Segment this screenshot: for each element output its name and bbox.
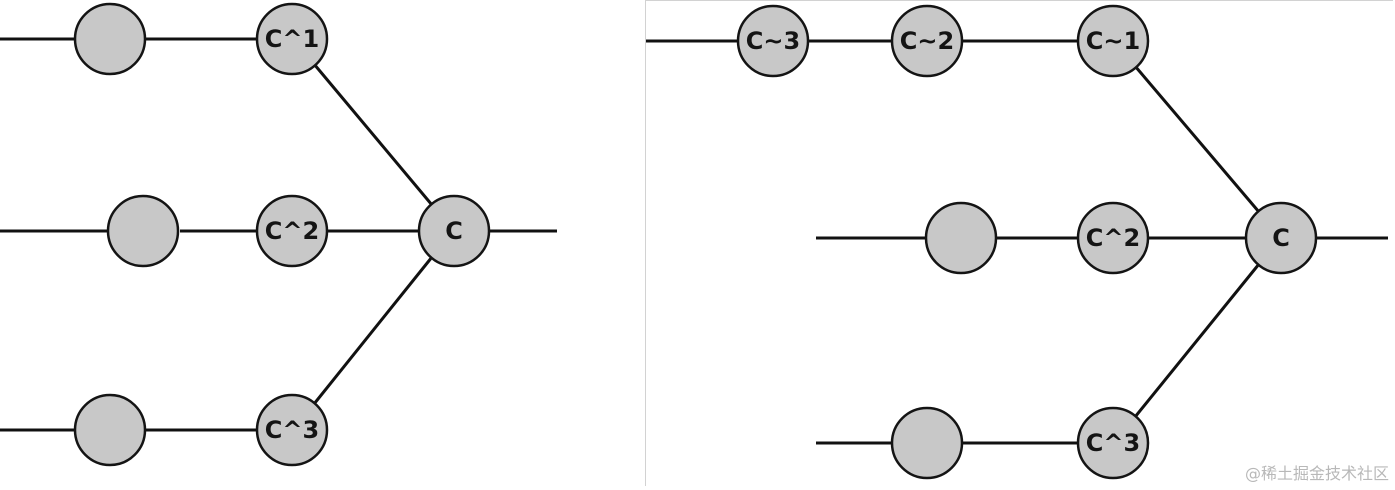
commit-node-c3 <box>1076 406 1150 480</box>
edge <box>1133 263 1261 418</box>
right-diagram: C~3 C~2 C~1 C^2 C^3 C <box>646 4 1388 480</box>
commit-node <box>106 194 180 268</box>
commit-node-c-tilde-3 <box>736 4 810 78</box>
node-label: C~2 <box>900 27 954 55</box>
commit-node-c-tilde-1 <box>1076 4 1150 78</box>
commit-node-c2 <box>255 194 329 268</box>
edge <box>312 63 434 206</box>
left-diagram: C^1 C^2 C^3 C <box>0 2 557 467</box>
node-label: C^3 <box>265 416 319 444</box>
node-label: C <box>1272 224 1290 252</box>
edge <box>312 256 434 405</box>
node-label: C^3 <box>1086 429 1140 457</box>
node-label: C^2 <box>265 217 319 245</box>
commit-node <box>924 201 998 275</box>
node-label: C^2 <box>1086 224 1140 252</box>
watermark-text: @稀土掘金技术社区 <box>1244 464 1389 483</box>
node-label: C~1 <box>1086 27 1140 55</box>
node-label: C~3 <box>746 27 800 55</box>
commit-node-c <box>417 194 491 268</box>
node-label: C <box>445 217 463 245</box>
commit-node <box>73 2 147 76</box>
node-label: C^1 <box>265 25 319 53</box>
commit-node-c <box>1244 201 1318 275</box>
commit-node-c1 <box>255 2 329 76</box>
commit-node-c3 <box>255 393 329 467</box>
commit-node-c2 <box>1076 201 1150 275</box>
commit-node <box>73 393 147 467</box>
edge <box>1133 65 1261 213</box>
commit-node <box>890 406 964 480</box>
commit-node-c-tilde-2 <box>890 4 964 78</box>
